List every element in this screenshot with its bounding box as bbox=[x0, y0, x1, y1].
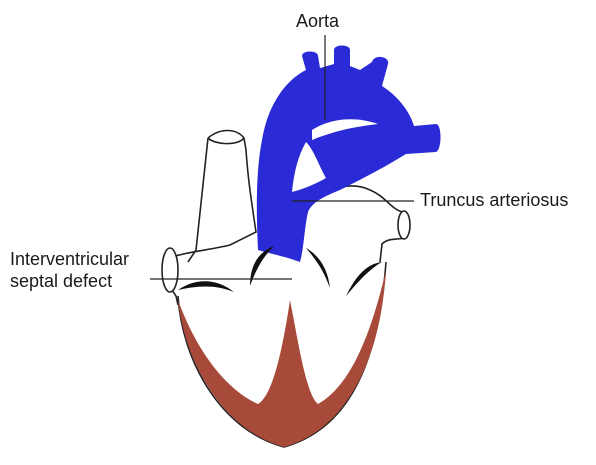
left-vessel-wall bbox=[188, 138, 208, 262]
valve-leaflet-1 bbox=[178, 281, 234, 292]
ivsd-label-line1: Interventricular bbox=[10, 248, 129, 270]
right-inlet-ellipse bbox=[398, 211, 410, 239]
myocardium-wall bbox=[178, 270, 386, 447]
ivsd-label: Interventricular septal defect bbox=[10, 248, 129, 292]
left-inlet-ellipse bbox=[162, 248, 178, 292]
ivsd-label-line2: septal defect bbox=[10, 270, 129, 292]
truncus-arteriosus bbox=[257, 46, 441, 263]
valve-leaflet-3 bbox=[306, 248, 330, 288]
left-vessel-top bbox=[208, 138, 244, 144]
valve-leaflet-4 bbox=[346, 262, 382, 296]
aorta-label: Aorta bbox=[296, 10, 339, 32]
truncus-arteriosus-label: Truncus arteriosus bbox=[420, 189, 568, 211]
